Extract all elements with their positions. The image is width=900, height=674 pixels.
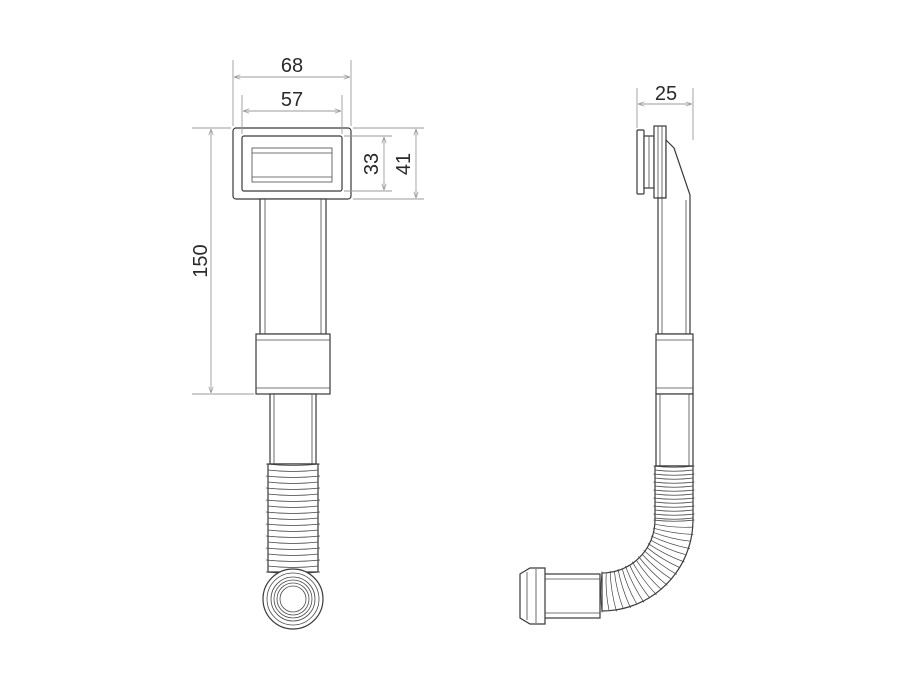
dim-front-outer-height: 41 <box>393 153 415 175</box>
side-corrugated-elbow <box>600 465 695 613</box>
dim-front-inner-width: 57 <box>281 89 303 111</box>
front-head-slot <box>251 147 333 183</box>
side-sleeve <box>655 333 694 395</box>
side-outlet-cap <box>519 567 546 625</box>
front-sleeve <box>255 333 331 395</box>
dim-front-inner-height: 33 <box>361 153 383 175</box>
front-upper-tube <box>259 198 327 335</box>
front-head-inner <box>241 135 343 192</box>
front-corrugated-hose <box>265 463 321 574</box>
dim-side-width: 25 <box>655 83 677 105</box>
side-middle-tube <box>655 393 694 467</box>
side-view <box>519 125 695 625</box>
front-view <box>232 127 352 630</box>
front-outlet <box>262 568 324 630</box>
front-lower-tube <box>269 393 317 465</box>
dim-front-total-height: 150 <box>190 244 212 277</box>
dim-front-outer-width: 68 <box>281 55 303 77</box>
side-outlet-pipe <box>539 573 601 619</box>
side-flange <box>636 129 645 195</box>
front-dimensions: 68 57 33 41 150 <box>190 55 424 395</box>
side-dimensions: 25 <box>636 83 694 140</box>
